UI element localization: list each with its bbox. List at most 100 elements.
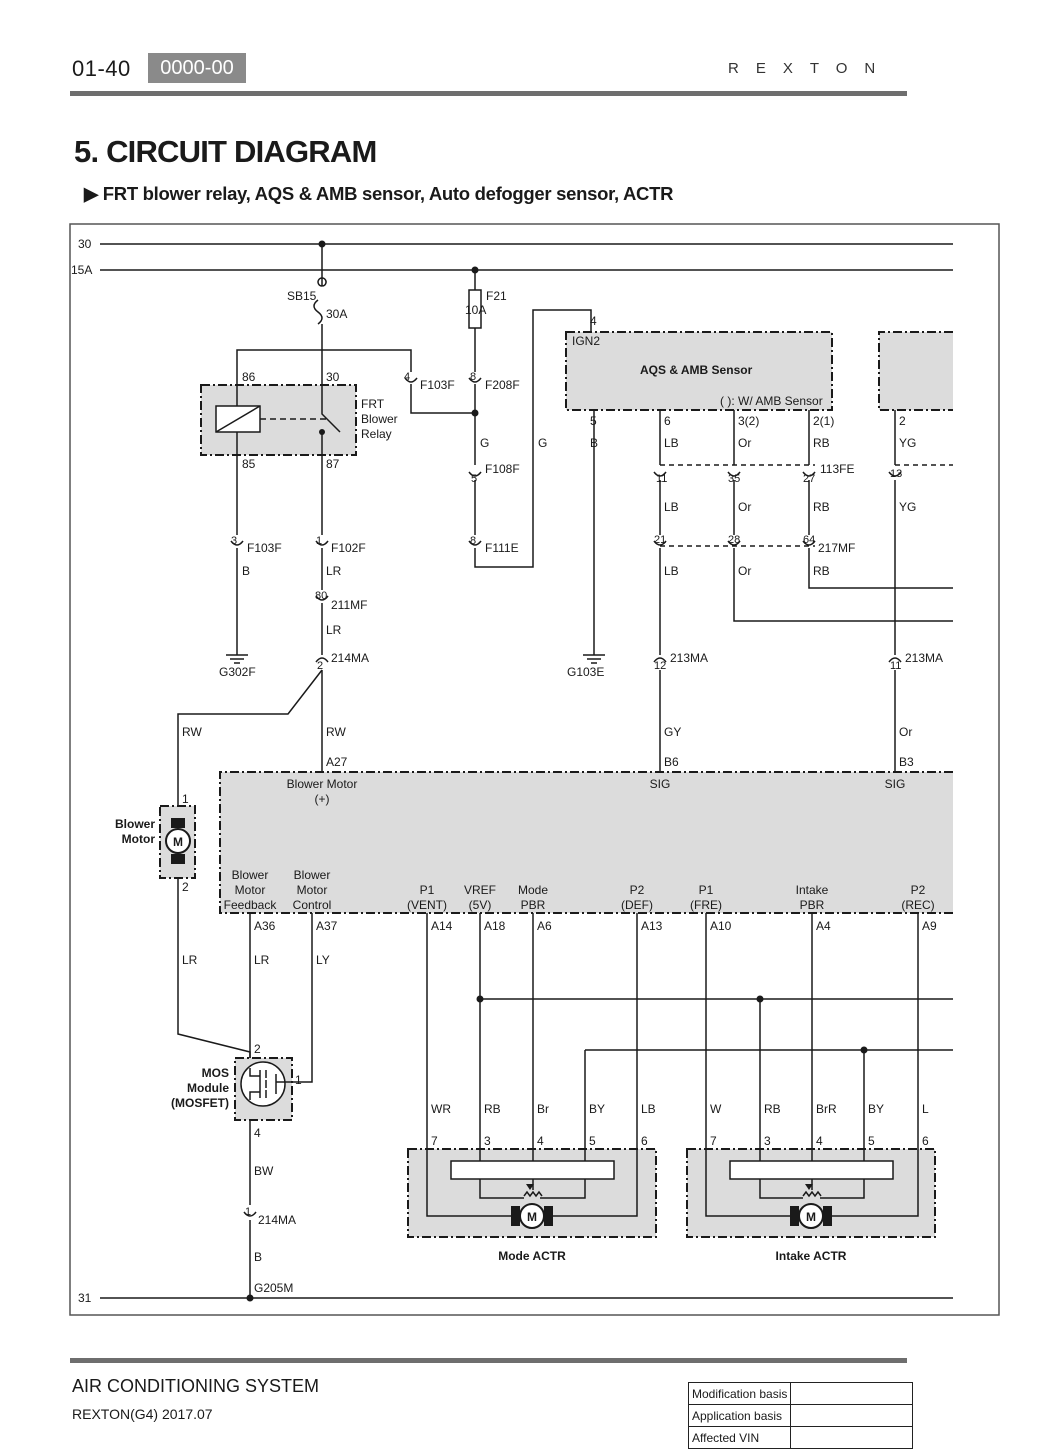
wire-rb1: RB xyxy=(813,436,830,450)
wire-lb1: LB xyxy=(664,436,679,450)
ctrl-pin-a36: A36 xyxy=(254,919,276,933)
basis-row-value xyxy=(790,1426,914,1449)
ctrl-label-a13-1: P2 xyxy=(630,883,645,897)
wire-lb2: LB xyxy=(664,500,679,514)
ctrl-label-a36-2: Motor xyxy=(235,883,266,897)
ctrl-label-a10-1: P1 xyxy=(699,883,714,897)
wire-ly-a37: LY xyxy=(316,953,330,967)
conn-f111e-label: F111E xyxy=(485,541,519,555)
ctrl-pin-b3: B3 xyxy=(899,755,914,769)
ctrl-label-a14-1: P1 xyxy=(420,883,435,897)
mos-pin-2: 2 xyxy=(254,1042,261,1056)
conn-213ma-11-label: 213MA xyxy=(905,651,943,665)
conn-217mf-64: 64 xyxy=(803,534,815,546)
ctrl-label-a14-2: (VENT) xyxy=(407,898,447,912)
footer-model: REXTON(G4) 2017.07 xyxy=(72,1406,213,1422)
basis-row-label: Affected VIN xyxy=(687,1426,792,1449)
conn-f102f-pin: 1 xyxy=(316,535,322,547)
blower-motor-symbol xyxy=(165,828,191,854)
wire-bw: BW xyxy=(254,1164,274,1178)
mode-pin-4: 4 xyxy=(537,1134,544,1148)
wire-g2: G xyxy=(538,436,547,450)
conn-113fe-13: 13 xyxy=(890,468,902,480)
intake-actr-symbol: M xyxy=(806,1210,816,1224)
wire-aqs-pin3 xyxy=(733,410,953,622)
conn-f102f-label: F102F xyxy=(331,541,366,555)
relay-coil-diag xyxy=(215,405,261,433)
mode-wire-rb: RB xyxy=(484,1102,501,1116)
wire-or1: Or xyxy=(738,436,751,450)
controller-box xyxy=(219,771,953,914)
intake-pin-4: 4 xyxy=(816,1134,823,1148)
wire-intake-5 xyxy=(820,1050,865,1199)
wire-relay-86 xyxy=(236,349,412,384)
rail-31-label: 31 xyxy=(78,1291,92,1305)
brand-logo: REXTON xyxy=(728,60,893,77)
mode-pin-3: 3 xyxy=(484,1134,491,1148)
mos-title-2: Module xyxy=(187,1081,229,1095)
mode-wire-br: Br xyxy=(537,1102,549,1116)
wire-lr-motor: LR xyxy=(182,953,198,967)
basis-row-label: Modification basis xyxy=(687,1382,792,1405)
defog-pin-2: 2 xyxy=(899,414,906,428)
relay-title-1: FRT xyxy=(361,397,385,411)
footer-system: AIR CONDITIONING SYSTEM xyxy=(72,1376,320,1396)
aqs-title: AQS & AMB Sensor xyxy=(640,363,753,377)
ctrl-pin-a4: A4 xyxy=(816,919,831,933)
ctrl-label-a37-2: Motor xyxy=(297,883,328,897)
conn-113fe-27: 27 xyxy=(803,473,815,485)
page-number: 01-40 xyxy=(72,56,131,81)
diagram-frame xyxy=(69,223,1000,1316)
fuse-sb15-rating: 30A xyxy=(326,307,347,321)
relay-pin-87: 87 xyxy=(326,457,340,471)
ctrl-pin-a6: A6 xyxy=(537,919,552,933)
relay-title-2: Blower xyxy=(361,412,398,426)
conn-f108f-pin: 5 xyxy=(471,473,477,485)
wire-lb3: LB xyxy=(664,564,679,578)
wire-g1: G xyxy=(480,436,489,450)
conn-211mf-pin: 80 xyxy=(315,590,327,602)
mos-pin-1: 1 xyxy=(295,1073,302,1087)
wire-gy: GY xyxy=(664,725,681,739)
conn-f208f-pin: 8 xyxy=(470,371,476,383)
basis-row-value xyxy=(790,1404,914,1427)
blower-motor-pin-2: 2 xyxy=(182,880,189,894)
connector-arcs xyxy=(230,377,902,1217)
ctrl-label-a9-1: P2 xyxy=(911,883,926,897)
conn-f111e-pin: 8 xyxy=(470,535,476,547)
ctrl-pin-b6: B6 xyxy=(664,755,679,769)
ctrl-blower-label-2: (+) xyxy=(315,792,330,806)
aqs-pin-3: 3(2) xyxy=(738,414,759,428)
conn-217mf-28: 28 xyxy=(728,534,740,546)
basis-row-label: Application basis xyxy=(687,1404,792,1427)
mos-title-3: (MOSFET) xyxy=(171,1096,229,1110)
conn-f103f-3-label: F103F xyxy=(247,541,282,555)
conn-f103f-pin: 4 xyxy=(404,371,410,383)
blower-motor-title-1: Blower xyxy=(115,817,155,831)
mode-actr-motor xyxy=(519,1203,545,1229)
conn-217mf-21: 21 xyxy=(654,534,666,546)
ctrl-label-a37-1: Blower xyxy=(294,868,331,882)
ctrl-sig-1: SIG xyxy=(650,777,671,791)
wire-relay-87 xyxy=(177,455,323,806)
ctrl-pin-a14: A14 xyxy=(431,919,453,933)
aqs-pin-6: 6 xyxy=(664,414,671,428)
ctrl-label-a6-2: PBR xyxy=(521,898,546,912)
wire-yg2: YG xyxy=(899,500,916,514)
intake-pin-7: 7 xyxy=(710,1134,717,1148)
conn-f108f-label: F108F xyxy=(485,462,520,476)
section-title: 5. CIRCUIT DIAGRAM xyxy=(74,134,377,169)
basis-row-value xyxy=(790,1382,914,1405)
mode-pin-7: 7 xyxy=(431,1134,438,1148)
ctrl-pin-a18: A18 xyxy=(484,919,506,933)
ctrl-pin-a10: A10 xyxy=(710,919,732,933)
fuse-f21-label: F21 xyxy=(486,289,507,303)
mode-wire-by: BY xyxy=(589,1102,605,1116)
intake-wire-w: W xyxy=(710,1102,722,1116)
conn-213ma-12-label: 213MA xyxy=(670,651,708,665)
ctrl-pin-a27: A27 xyxy=(326,755,348,769)
mode-actr-symbol: M xyxy=(527,1210,537,1224)
intake-pin-3: 3 xyxy=(764,1134,771,1148)
wire-a14 xyxy=(426,913,520,1217)
wire-rw-left: RW xyxy=(182,725,202,739)
